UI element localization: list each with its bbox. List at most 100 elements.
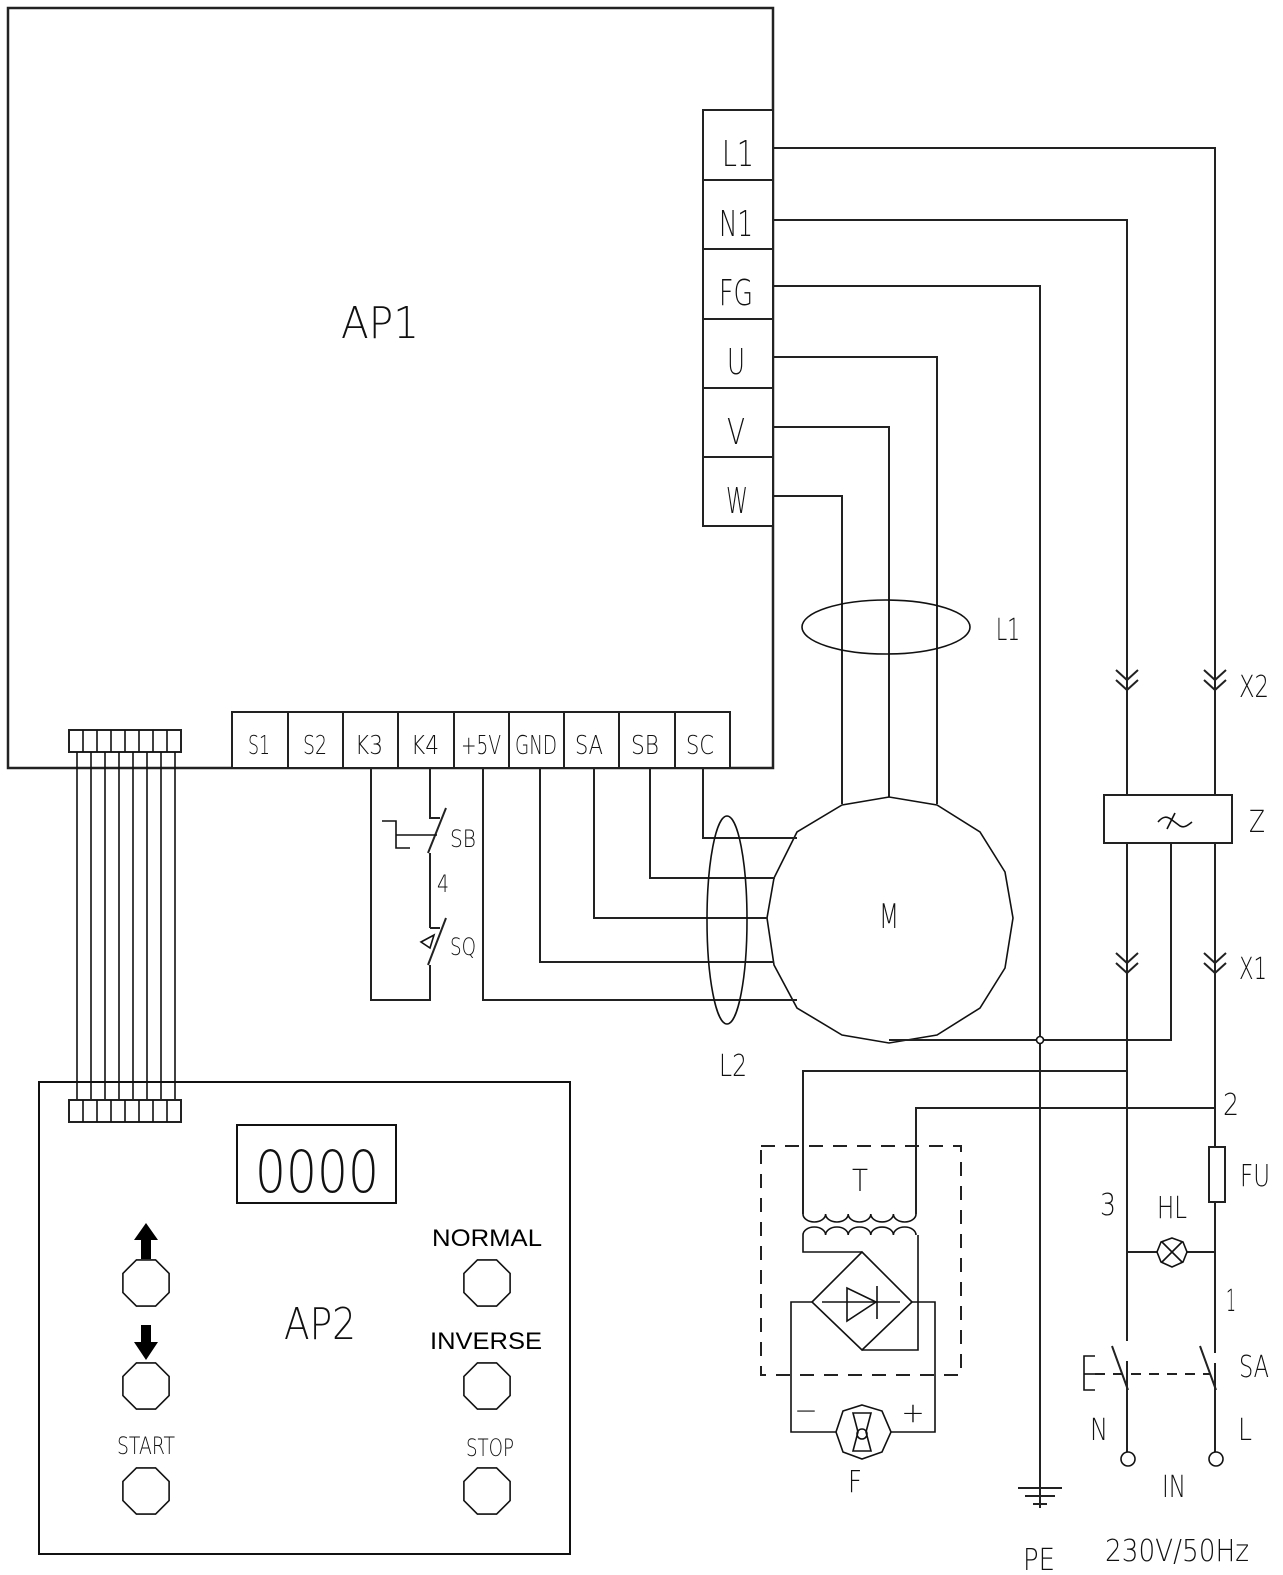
wire-motor-ground xyxy=(889,843,1172,1041)
wire-U xyxy=(773,356,938,804)
sa-contact-N xyxy=(1111,1345,1129,1391)
ap2-outline xyxy=(38,1081,571,1555)
fan-minus-label: − xyxy=(794,1394,817,1427)
transformer-secondary xyxy=(802,1226,917,1236)
transformer-primary xyxy=(802,1213,917,1223)
wire-psu-neutral xyxy=(802,1070,1127,1214)
terminal-K4: K4 xyxy=(411,731,439,761)
ap2-label: AP2 xyxy=(284,1299,356,1350)
terminal-N1: N1 xyxy=(719,204,753,245)
wire-N1 xyxy=(773,219,1128,1460)
wire-L1 xyxy=(773,147,1216,1460)
arrow-down-icon xyxy=(134,1325,158,1360)
terminal-SB: SB xyxy=(631,731,659,761)
normal-button[interactable] xyxy=(463,1259,511,1307)
motor-label: M xyxy=(879,897,899,937)
start-button-label: START xyxy=(117,1432,175,1460)
wire-FG xyxy=(773,285,1041,1508)
motor: M xyxy=(766,796,1014,1044)
mains-input: 2 FU 3 HL 1 SA N L IN 230V/50Hz PE xyxy=(1018,1088,1270,1575)
terminal-L1: L1 xyxy=(722,134,754,175)
wire-SA xyxy=(593,768,767,919)
wire-psu-line xyxy=(915,1107,1215,1214)
terminal-GND: GND xyxy=(515,731,557,761)
line-L-label: L xyxy=(1238,1413,1252,1448)
node-4-label: 4 xyxy=(437,870,449,898)
fan-icon xyxy=(835,1404,892,1460)
terminal-plus5v: +5V xyxy=(461,731,501,761)
indicator-lamp-HL xyxy=(1156,1237,1188,1268)
node-3-label: 3 xyxy=(1100,1188,1116,1223)
wire-plus5v xyxy=(482,768,797,1001)
ap2-panel: AP2 0000 START NORMAL INVERSE STOP xyxy=(38,1081,571,1555)
digit-display xyxy=(236,1124,397,1204)
sb-contact xyxy=(427,807,447,854)
ap1-board: AP1 xyxy=(6,6,775,770)
start-button[interactable] xyxy=(122,1467,170,1515)
terminal-S1: S1 xyxy=(248,731,270,761)
filter-Z-label: Z xyxy=(1249,805,1265,840)
neutral-N-label: N xyxy=(1090,1413,1108,1448)
ap1-label: AP1 xyxy=(341,298,419,349)
connector-X1-label: X1 xyxy=(1239,952,1267,987)
terminal-V: V xyxy=(727,412,745,453)
wire-W xyxy=(773,495,843,804)
digit-display-value: 0000 xyxy=(255,1138,379,1206)
terminal-K3: K3 xyxy=(355,731,383,761)
ferrite-ring-L2-label: L2 xyxy=(719,1049,747,1084)
node-1-label: 1 xyxy=(1226,1284,1236,1319)
ribbon-cable xyxy=(8,729,232,1123)
emi-filter: Z xyxy=(1103,794,1265,844)
ap1-outline xyxy=(6,6,775,770)
sq-actuator xyxy=(419,933,436,950)
inverse-button-label: INVERSE xyxy=(430,1328,542,1355)
ap1-right-terminal-block: L1 N1 FG U V W xyxy=(702,109,774,527)
wire-K4 xyxy=(429,768,440,819)
fan-label: F xyxy=(848,1465,862,1500)
terminal-U: U xyxy=(727,342,745,383)
connector-X2-label: X2 xyxy=(1239,670,1269,705)
sa-contact-L xyxy=(1199,1345,1217,1391)
sq-contact xyxy=(427,917,447,966)
diode-icon xyxy=(846,1286,878,1323)
connector-X2: X2 xyxy=(1115,669,1269,705)
psu-enclosure xyxy=(760,1145,962,1376)
terminal-FG: FG xyxy=(719,273,753,314)
wire-K3 xyxy=(370,768,431,1001)
transformer-label: T xyxy=(852,1164,868,1199)
stop-button[interactable] xyxy=(463,1467,511,1515)
ferrite-ring-L1 xyxy=(801,599,971,655)
power-wires xyxy=(773,147,1216,1508)
down-button[interactable] xyxy=(122,1362,170,1410)
fuse-FU-label: FU xyxy=(1240,1159,1270,1194)
terminal-N[interactable] xyxy=(1120,1451,1136,1467)
node-2-label: 2 xyxy=(1223,1088,1239,1123)
sensor-wires xyxy=(482,768,797,1001)
main-switch-SA-label: SA xyxy=(1239,1350,1269,1385)
fuse-FU xyxy=(1208,1146,1226,1203)
supply-voltage-label: 230V/50Hz xyxy=(1105,1534,1249,1569)
switch-SQ-label: SQ xyxy=(450,933,476,961)
connector-X1: X1 xyxy=(1115,952,1267,987)
wire-V xyxy=(773,426,890,797)
ap1-bottom-terminal-block: S1 S2 K3 K4 +5V GND SA SB SC xyxy=(231,711,731,769)
terminal-L[interactable] xyxy=(1208,1451,1224,1467)
terminal-W: W xyxy=(726,481,748,522)
motor-symbol xyxy=(766,796,1014,1044)
input-IN-label: IN xyxy=(1162,1470,1186,1505)
bridge-rectifier xyxy=(810,1250,914,1352)
sa-actuator xyxy=(1083,1355,1095,1391)
psu-module: T − + F xyxy=(760,1070,1215,1500)
up-button[interactable] xyxy=(122,1259,170,1307)
junction-dot xyxy=(1035,1035,1045,1045)
stop-button-label: STOP xyxy=(466,1434,514,1462)
arrow-up-icon xyxy=(134,1223,158,1259)
terminal-SA: SA xyxy=(575,731,603,761)
wire-GND xyxy=(539,768,774,963)
inverse-button[interactable] xyxy=(463,1362,511,1410)
terminal-S2: S2 xyxy=(303,731,327,761)
fan-plus-label: + xyxy=(901,1396,924,1429)
ferrite-ring-L2 xyxy=(706,815,748,1025)
filter-Z xyxy=(1103,794,1233,844)
